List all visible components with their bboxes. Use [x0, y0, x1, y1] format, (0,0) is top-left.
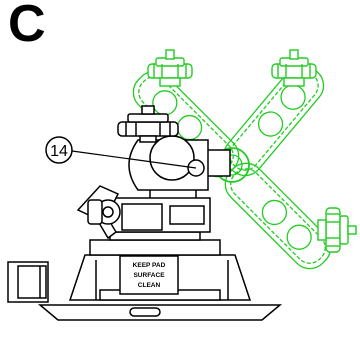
knob-grip [87, 199, 103, 225]
panel-letter: C [8, 0, 46, 53]
top-knob [117, 121, 179, 137]
label-line-2: SURFACE [133, 272, 165, 279]
green-arm-lower-right [224, 162, 332, 270]
label-text: KEEP PAD SURFACE CLEAN [133, 262, 166, 289]
green-knob-left [147, 49, 193, 87]
clamp-block [121, 203, 163, 231]
mount-main [7, 105, 283, 321]
green-knob-side [317, 207, 357, 253]
label-line-1: KEEP PAD [133, 262, 166, 269]
cap-ring [109, 231, 201, 241]
lever-block-inner [17, 265, 47, 299]
callout-leader [71, 150, 197, 169]
callout-number: 14 [50, 143, 68, 160]
callout-14: 14 [45, 136, 197, 169]
label-line-3: CLEAN [138, 282, 161, 289]
label-plate [119, 255, 179, 295]
top-knob-stem [141, 105, 155, 115]
clamp-face [169, 205, 205, 225]
green-knob-right [271, 49, 317, 87]
upper-cap [89, 239, 221, 256]
base-slot [129, 307, 161, 317]
